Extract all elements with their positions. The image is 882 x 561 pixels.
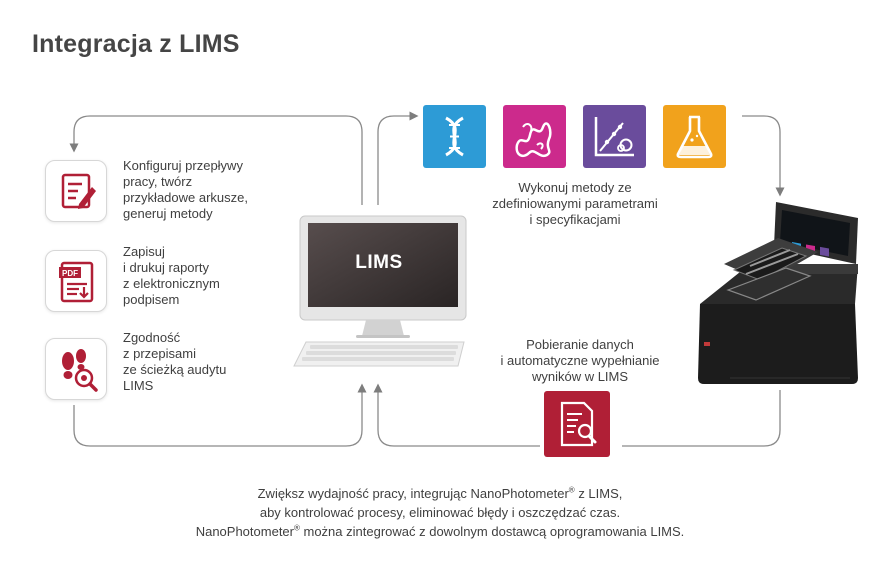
feature-text-reports: Zapisuj i drukuj raporty z elektroniczny… (123, 244, 220, 307)
summary-line1-b: z LIMS, (574, 486, 623, 501)
summary-line3-a: NanoPhotometer (195, 524, 294, 539)
pdf-badge-label: PDF (62, 269, 78, 278)
feature-icon-reports: PDF (45, 250, 107, 312)
arrow-features-to-computer (73, 383, 367, 447)
arrow-doc-to-computer (373, 383, 540, 447)
nanophotometer-illustration (698, 202, 858, 384)
feature-text-compliance: Zgodność z przepisami ze ścieżką audytu … (123, 330, 227, 393)
arrow-instrument-to-computer (622, 390, 781, 447)
data-transfer-caption: Pobieranie danych i automatyczne wypełni… (500, 337, 660, 384)
footprints-magnifier-icon (62, 349, 98, 392)
summary-line2: aby kontrolować procesy, eliminować błęd… (259, 505, 621, 520)
computer-screen-label: LIMS (355, 252, 403, 273)
keyboard-keys (302, 345, 458, 361)
method-tile-calibration (583, 105, 646, 168)
arrow-computer-to-features (69, 115, 363, 205)
protein-icon (503, 105, 566, 168)
summary-line1-reg: ® (568, 485, 575, 495)
method-tile-dna (423, 105, 486, 168)
summary-line3-reg: ® (293, 523, 300, 533)
calibration-curve-icon (583, 105, 646, 168)
summary-line1-a: Zwiększ wydajność pracy, integrując Nano… (257, 486, 569, 501)
feature-icon-compliance (45, 338, 107, 400)
document-search-icon (544, 391, 610, 457)
method-tile-protein (503, 105, 566, 168)
arrow-methods-to-instrument (742, 115, 785, 197)
summary-line3-b: można zintegrować z dowolnym dostawcą op… (299, 524, 685, 539)
method-tile-flask (663, 105, 726, 168)
arrow-computer-to-methods (377, 111, 419, 205)
computer-illustration (293, 215, 467, 367)
methods-caption: Wykonuj metody ze zdefiniowanymi paramet… (492, 180, 658, 227)
summary-text: Zwiększ wydajność pracy, integrując Nano… (140, 484, 740, 541)
dna-icon (423, 105, 486, 168)
page-title: Integracja z LIMS (32, 30, 240, 58)
flask-icon (663, 105, 726, 168)
feature-icon-workflow (45, 160, 107, 222)
form-edit-icon (61, 173, 96, 209)
pdf-report-icon: PDF (59, 261, 94, 303)
feature-text-workflow: Konfiguruj przepływy pracy, twórz przykł… (123, 158, 248, 221)
